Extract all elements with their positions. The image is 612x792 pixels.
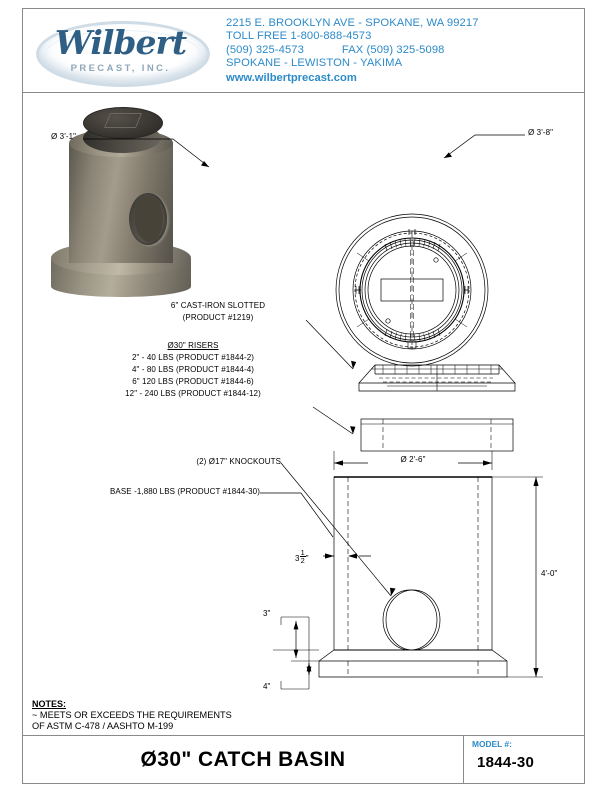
technical-linework	[83, 134, 543, 690]
label-riser-6in: 6" 120 LBS (PRODUCT #1844-6)	[132, 377, 254, 386]
dim-wall-thickness	[323, 553, 371, 559]
company-contact-info: 2215 E. BROOKLYN AVE - SPOKANE, WA 99217…	[226, 17, 556, 85]
label-risers-title: Ø30" RISERS	[167, 341, 219, 350]
company-website[interactable]: www.wilbertprecast.com	[226, 71, 357, 84]
render-cast-iron-lid	[83, 107, 163, 139]
company-fax: FAX (509) 325-5098	[341, 43, 445, 56]
label-footing-thickness: 4"	[263, 682, 271, 691]
label-riser-12in: 12" - 240 LBS (PRODUCT #1844-12)	[125, 389, 261, 398]
leader-base	[260, 492, 334, 538]
drawing-sheet-border	[22, 8, 585, 784]
notes-body: ~ MEETS OR EXCEEDS THE REQUIREMENTS OF A…	[32, 710, 232, 732]
notes-line-1: ~ MEETS OR EXCEEDS THE REQUIREMENTS	[32, 710, 232, 720]
label-grate-line2: (PRODUCT #1219)	[182, 313, 254, 322]
render-knockout-inner	[135, 196, 163, 242]
label-base-weight: BASE -1,880 LBS (PRODUCT #1844-30)	[110, 487, 260, 496]
model-number-cell: MODEL #: 1844-30	[463, 736, 584, 783]
elevation-view	[318, 476, 508, 678]
notes-heading: NOTES:	[32, 699, 67, 709]
company-locations: SPOKANE - LEWISTON - YAKIMA	[226, 57, 403, 70]
drawing-area: Ø 3'-1" Ø 3'-8" 6" CAST-IRON SLOTTED (PR…	[23, 93, 584, 696]
label-riser-4in: 4" - 80 LBS (PRODUCT #1844-4)	[131, 365, 255, 374]
logo-wordmark: Wilbert	[54, 23, 187, 62]
label-knockouts: (2) Ø17" KNOCKOUTS	[196, 457, 281, 466]
wall-thickness-whole: 3	[295, 554, 300, 564]
title-block: Ø30" CATCH BASIN MODEL #: 1844-30	[23, 736, 584, 783]
leader-knockouts	[280, 462, 392, 597]
leader-riser	[312, 406, 354, 435]
company-address: 2215 E. BROOKLYN AVE - SPOKANE, WA 99217	[226, 17, 479, 29]
label-overall-height: 4'-0"	[541, 569, 558, 578]
logo-oval-shape	[36, 21, 210, 87]
notes-line-2: OF ASTM C-478 / AASHTO M-199	[32, 721, 174, 731]
model-number-value: 1844-30	[477, 754, 535, 771]
label-inner-diameter: Ø 3'-1"	[51, 132, 77, 141]
wall-thickness-unit: "	[305, 554, 309, 564]
dim-footing-thickness	[280, 660, 319, 690]
notes-block: NOTES: ~ MEETS OR EXCEEDS THE REQUIREMEN…	[23, 696, 584, 736]
grate-view	[358, 364, 516, 392]
company-phone: (509) 325-4573	[226, 43, 304, 56]
fraction-numerator: 1	[299, 548, 306, 558]
catch-basin-3d-render	[43, 101, 208, 306]
dim-haunch	[273, 616, 319, 661]
company-toll-free: TOLL FREE 1-800-888-4573	[226, 30, 372, 43]
company-logo: Wilbert PRECAST, INC.	[28, 13, 213, 89]
dim-overall-height	[492, 476, 543, 678]
logo-tagline: PRECAST, INC.	[70, 63, 171, 74]
fraction-denominator: 2	[300, 556, 305, 566]
leader-grate	[305, 319, 354, 370]
plan-view	[335, 213, 489, 367]
leader-inner-dia	[83, 138, 210, 168]
riser-view	[360, 418, 514, 452]
label-riser-2in: 2" - 40 LBS (PRODUCT #1844-2)	[131, 353, 255, 362]
model-number-label: MODEL #:	[472, 739, 512, 749]
label-grate-line1: 6" CAST-IRON SLOTTED	[170, 301, 266, 310]
drawing-title: Ø30" CATCH BASIN	[140, 747, 346, 771]
label-barrel-diameter: Ø 2'-6"	[400, 455, 426, 464]
leader-outer-dia	[443, 134, 525, 159]
label-outer-diameter: Ø 3'-8"	[528, 128, 554, 137]
sheet-header: Wilbert PRECAST, INC. 2215 E. BROOKLYN A…	[23, 9, 584, 93]
dim-barrel-diameter	[333, 451, 493, 470]
company-phone-row: (509) 325-4573 FAX (509) 325-5098	[226, 44, 556, 57]
label-haunch-height: 3"	[263, 609, 271, 618]
